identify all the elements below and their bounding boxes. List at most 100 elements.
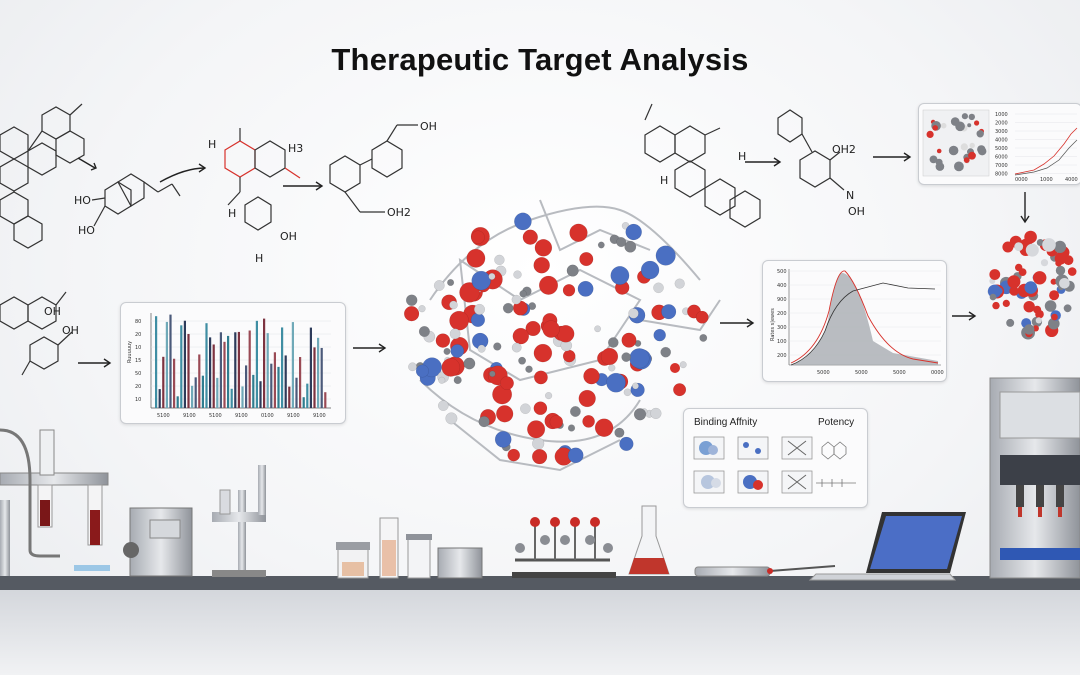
bar <box>223 341 226 408</box>
atom-label: OH <box>44 305 61 318</box>
x-tick-label: 5000 <box>817 370 830 376</box>
atom-label: H3 <box>288 142 303 155</box>
x-tick-label: 9100 <box>313 413 326 419</box>
protein-atom <box>453 376 462 385</box>
protein-atom <box>449 300 458 310</box>
atom-label: OH <box>848 205 865 218</box>
lab-stand <box>212 465 266 577</box>
protein-atom <box>614 427 625 438</box>
protein-atom <box>511 342 522 353</box>
x-tick-label: 0000 <box>931 370 944 376</box>
y-tick-label: 2000 <box>995 121 1008 127</box>
protein-atom <box>653 282 664 294</box>
protein-atom <box>1009 286 1019 296</box>
atom-label: H <box>228 207 236 220</box>
protein-atom <box>633 408 647 421</box>
molecule-right-top <box>644 103 761 228</box>
molecule-left-mid <box>0 291 73 376</box>
protein-atom <box>606 372 626 393</box>
protein-atom <box>1055 259 1062 267</box>
protein-atom <box>449 310 469 331</box>
protein-atom <box>1063 255 1074 266</box>
protein-atom <box>600 347 619 366</box>
protein-atom <box>594 418 614 437</box>
protein-atom <box>542 320 560 338</box>
protein-atom <box>1067 267 1077 276</box>
protein-atom <box>1023 324 1035 335</box>
bar <box>216 377 219 408</box>
protein-atom <box>562 284 576 297</box>
protein-atom <box>621 352 632 362</box>
protein-atom <box>494 431 512 448</box>
bar <box>288 386 291 408</box>
bar <box>248 330 251 408</box>
protein-atom <box>473 303 486 315</box>
protein-atom <box>969 142 975 149</box>
protein-atom <box>418 325 430 338</box>
bar <box>234 332 237 408</box>
protein-atom <box>1018 268 1027 276</box>
protein-atom <box>935 162 945 171</box>
y-tick-label: 8000 <box>995 172 1008 178</box>
protein-atom <box>640 260 660 280</box>
protein-atom <box>1002 299 1010 307</box>
protein-atom <box>488 272 496 280</box>
protein-atom <box>477 344 486 353</box>
x-tick-label: 0000 <box>1015 177 1028 183</box>
protein-atom <box>408 362 417 372</box>
bar <box>219 332 222 408</box>
molecular-model-kit <box>512 517 616 578</box>
bar <box>237 331 240 408</box>
y-tick-label: 900 <box>777 297 787 303</box>
series-line <box>1014 139 1078 176</box>
protein-atom <box>978 147 987 156</box>
protein-atom <box>1006 318 1015 327</box>
bar <box>299 357 302 408</box>
protein-atom <box>950 117 960 126</box>
protein-atom <box>597 241 605 249</box>
protein-atom <box>525 320 541 337</box>
protein-atom <box>1051 313 1058 321</box>
protein-atom <box>534 239 553 257</box>
protein-atom <box>403 306 420 322</box>
protein-atom <box>538 275 559 295</box>
protein-atom <box>500 376 514 391</box>
x-tick-label: 9100 <box>235 413 248 419</box>
protein-atom <box>450 344 465 358</box>
protein-atom <box>459 282 480 303</box>
molecule-highlighted <box>224 128 301 231</box>
y-tick-label: 300 <box>777 325 787 331</box>
protein-atom <box>670 363 680 373</box>
atom-label: HO <box>78 224 95 237</box>
bar <box>209 337 212 408</box>
protein-atom <box>513 270 522 279</box>
protein-atom <box>438 376 446 384</box>
bar <box>212 344 215 408</box>
atom-label: HO <box>74 194 91 207</box>
protein-atom <box>415 364 429 378</box>
protein-atom <box>582 415 595 428</box>
bar <box>277 366 280 408</box>
atom-label: OH <box>420 120 437 133</box>
protein-atom <box>619 436 634 452</box>
y-tick-label: 3000 <box>995 129 1008 135</box>
bar <box>241 386 244 408</box>
protein-atom <box>989 269 1001 280</box>
atom-label: H <box>660 174 668 187</box>
protein-atom <box>932 125 938 131</box>
atom-label: OH <box>280 230 297 243</box>
protein-atom <box>968 113 975 121</box>
protein-atom <box>441 358 461 377</box>
atom-label: OH <box>62 324 79 337</box>
protein-atom <box>437 400 449 412</box>
bench-front <box>0 590 1080 675</box>
y-tick-label: 6000 <box>995 155 1008 161</box>
bar <box>198 354 201 408</box>
bar <box>306 383 309 408</box>
protein-atom <box>1035 309 1044 319</box>
atom-label: H <box>738 150 746 163</box>
x-tick-label: 9100 <box>183 413 196 419</box>
y-tick-label: 200 <box>777 311 787 317</box>
